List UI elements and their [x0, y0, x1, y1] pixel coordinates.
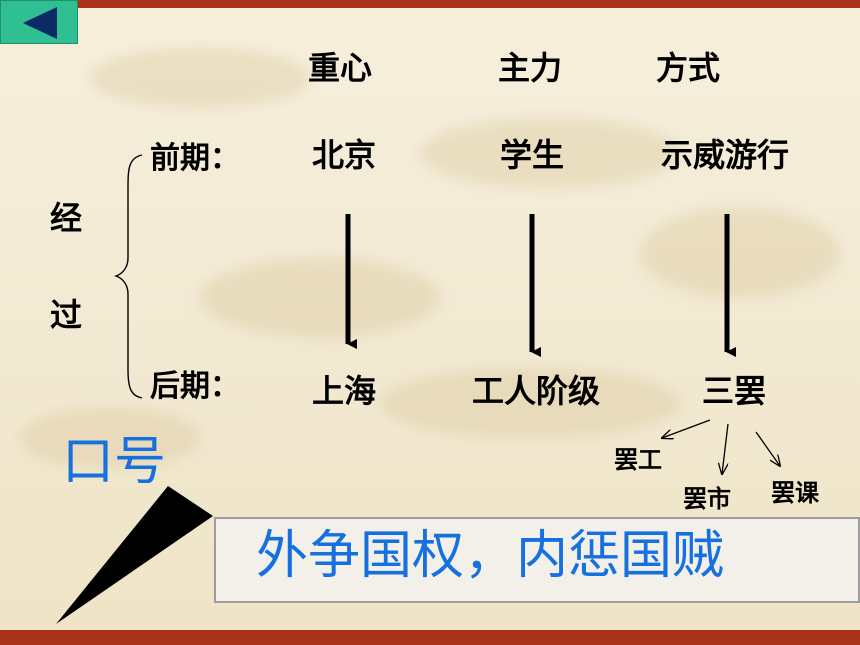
early-center: 北京 [312, 136, 377, 174]
slogan-box [214, 517, 860, 603]
header-force: 主力 [498, 49, 563, 87]
late-center: 上海 [312, 372, 377, 410]
back-triangle-icon [23, 7, 57, 39]
slogan-title: 口号 [62, 432, 167, 492]
arrow-strike-market [722, 423, 729, 474]
strike-work: 罢工 [614, 446, 662, 474]
slogan-text: 外争国权，内惩国贼 [256, 526, 725, 586]
early-method: 示威游行 [661, 136, 790, 174]
header-method: 方式 [656, 49, 721, 87]
back-button[interactable] [0, 0, 78, 44]
strike-class: 罢课 [771, 479, 819, 507]
curly-brace [113, 154, 143, 399]
header-center: 重心 [308, 49, 373, 87]
late-method: 三罢 [702, 372, 767, 410]
strike-market: 罢市 [683, 485, 731, 513]
late-label: 后期： [150, 369, 240, 404]
early-label: 前期： [150, 141, 240, 176]
arrow-strike-class [755, 431, 780, 466]
arrow-strike-work [662, 419, 711, 438]
early-force: 学生 [500, 136, 565, 174]
late-force: 工人阶级 [472, 372, 601, 410]
callout-pointer [56, 486, 213, 624]
side-label-guo: 过 [50, 296, 83, 334]
side-label-jing: 经 [50, 199, 83, 237]
